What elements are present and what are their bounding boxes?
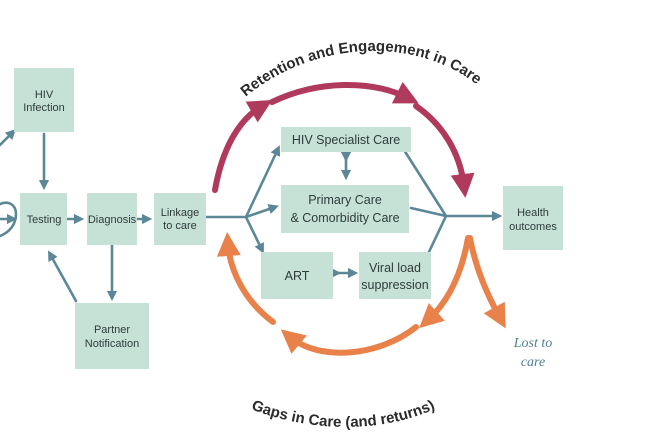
node-linkage: Linkage to care [154,193,206,245]
diagnosis-label: Diagnosis [88,214,137,226]
node-partner-notification: Partner Notification [75,303,149,369]
gaps-label: Gaps in Care (and returns) [249,397,437,431]
arrow-primary-to-outcomes [409,206,448,218]
node-hiv-specialist-care: HIV Specialist Care [281,127,411,152]
primary-line1: Primary Care [308,193,382,207]
health-outcomes-line1: Health [517,207,549,219]
hiv-infection-line2: Infection [23,102,65,114]
arrow-linkage-to-primary [244,204,279,219]
viral-load-line1: Viral load [369,261,421,275]
node-art: ART [261,252,333,299]
node-diagnosis: Diagnosis [87,193,137,245]
offscreen-arrow-top [0,129,16,147]
gaps-arc-left [216,232,276,325]
arrow-linkage-to-art [244,215,264,254]
linkage-line1: Linkage [161,207,200,219]
hiv-infection-line1: HIV [35,89,54,101]
retention-arc-right [413,103,475,198]
node-testing: Testing [20,193,67,245]
specialist-label: HIV Specialist Care [292,133,400,147]
partner-line2: Notification [85,338,139,350]
retention-arc-left [212,99,273,193]
gaps-arc-right [419,235,471,329]
node-hiv-infection: HIV Infection [14,68,74,132]
retention-label: Retention and Engagement in Care [238,38,485,100]
arrow-linkage-to-specialist [244,145,281,219]
linkage-line2: to care [163,220,197,232]
arrow-viral-to-outcomes [426,214,448,256]
art-label: ART [285,269,310,283]
viral-load-line2: suppression [361,278,428,292]
testing-label: Testing [27,214,62,226]
lost-to-care-line2: care [521,355,545,370]
lost-to-care-line1: Lost to [513,336,553,351]
gaps-arc-bottom [280,324,419,356]
partner-line1: Partner [94,324,130,336]
primary-line2: & Comorbidity Care [290,211,399,225]
lost-to-care-arrow [467,235,506,329]
health-outcomes-line2: outcomes [509,221,557,233]
retention-arc-top [269,81,419,105]
node-health-outcomes: Health outcomes [503,186,563,250]
arrow-specialist-to-outcomes [402,148,448,218]
node-viral-load-suppression: Viral load suppression [359,252,431,299]
arrow-partner-to-testing [47,250,78,303]
node-primary-care: Primary Care & Comorbidity Care [281,185,409,233]
